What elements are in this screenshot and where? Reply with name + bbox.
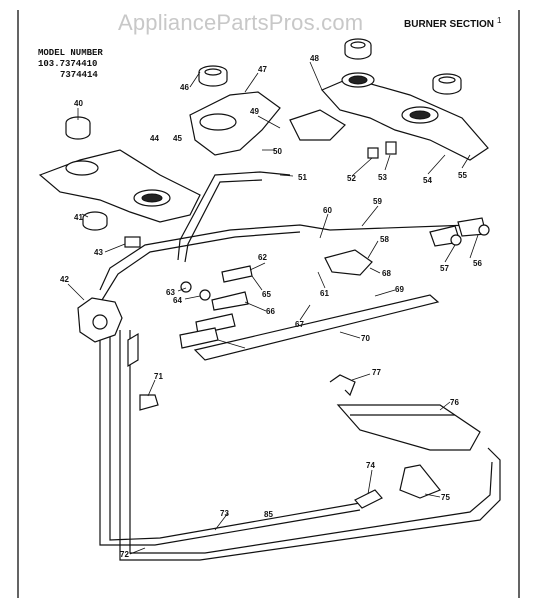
pressure-regulator [77,297,123,343]
fitting-63 [180,281,192,293]
callout-54: 54 [423,176,432,185]
callout-64: 64 [173,296,182,305]
bracket-71 [139,394,159,411]
callout-53: 53 [378,173,387,182]
clip-77 [329,374,356,397]
leader-lines [67,61,479,555]
burner-cap-left-top [198,65,228,87]
burner-assembly-right [320,72,489,161]
callout-41: 41 [74,213,83,222]
callout-61: 61 [320,289,329,298]
callout-59: 59 [373,197,382,206]
burner-assembly-left [38,149,201,223]
callout-labels: 40 41 42 43 44 45 46 47 48 49 50 51 52 5… [60,54,482,559]
callout-63: 63 [166,288,175,297]
callout-49: 49 [250,107,259,116]
callout-44: 44 [150,134,159,143]
callout-66: 66 [266,307,275,316]
valve-57 [429,225,462,247]
orifice-fittings [179,265,253,349]
section-title: BURNER SECTION [404,19,495,30]
watermark: AppliancePartsPros.com [118,10,364,35]
gas-tubing [99,171,501,561]
callout-73: 73 [220,509,229,518]
burner-assembly-center [189,91,346,156]
callout-57: 57 [440,264,449,273]
callout-56: 56 [473,259,482,268]
burner-cap-left [65,116,91,140]
callout-48: 48 [310,54,319,63]
valve-58 [324,249,373,276]
manifold-rail [127,294,440,368]
callout-50: 50 [273,147,282,156]
callout-71: 71 [154,372,163,381]
callout-74: 74 [366,461,375,470]
model-number-label: MODEL NUMBER [38,48,103,58]
callout-67: 67 [295,320,304,329]
callout-65: 65 [262,290,271,299]
callout-77: 77 [372,368,381,377]
callout-85: 85 [264,510,273,519]
model-number-block: MODEL NUMBER 103.7374410 7374414 [38,48,103,81]
callout-43: 43 [94,248,103,257]
bracket-43 [124,236,141,248]
callout-70: 70 [361,334,370,343]
callout-55: 55 [458,171,467,180]
callout-60: 60 [323,206,332,215]
callout-45: 45 [173,134,182,143]
callout-40: 40 [74,99,83,108]
broiler-burner [336,404,481,499]
callout-47: 47 [258,65,267,74]
callout-75: 75 [441,493,450,502]
callout-72: 72 [120,550,129,559]
callout-76: 76 [450,398,459,407]
model-number-line-2: 7374414 [60,70,98,80]
callout-42: 42 [60,275,69,284]
callout-51: 51 [298,173,307,182]
fitting-53 [385,141,397,155]
fitting-52 [367,147,379,159]
burner-cap-right [432,73,462,95]
callout-69: 69 [395,285,404,294]
section-mark: 1 [497,16,502,25]
callout-58: 58 [380,235,389,244]
callout-46: 46 [180,83,189,92]
callout-52: 52 [347,174,356,183]
callout-62: 62 [258,253,267,262]
valve-56 [457,217,490,237]
fitting-64 [199,289,211,301]
model-number-line-1: 103.7374410 [38,59,98,69]
burner-cap-left-lower [82,211,108,231]
burner-cap-top [344,38,372,60]
callout-68: 68 [382,269,391,278]
